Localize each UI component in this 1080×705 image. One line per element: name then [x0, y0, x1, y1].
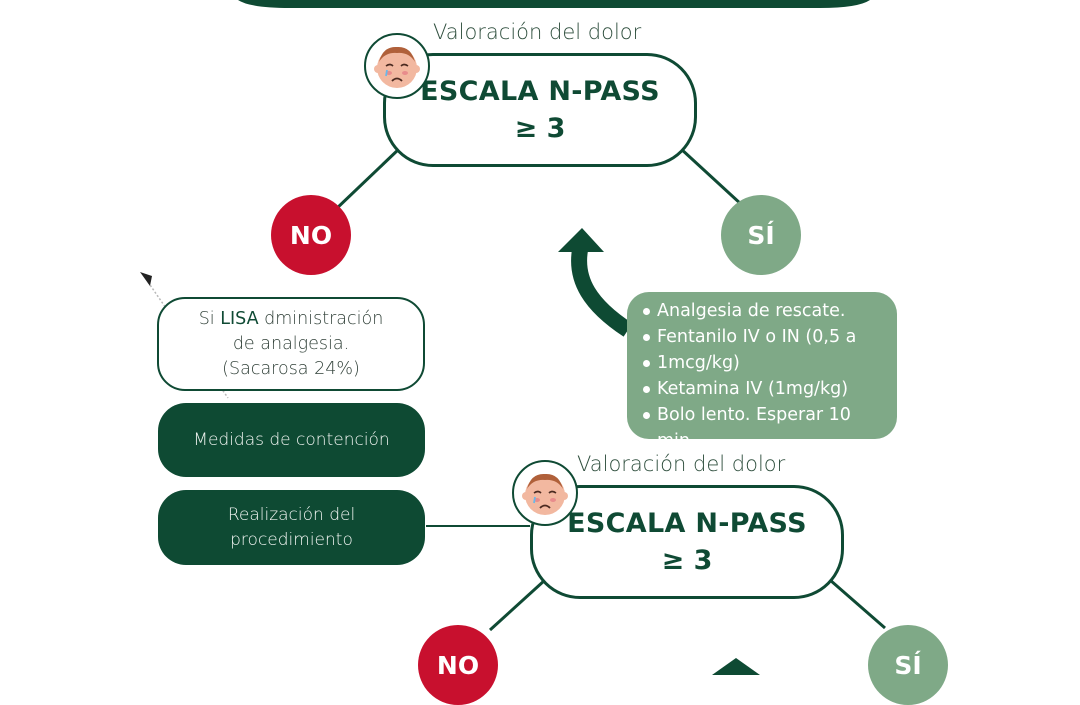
rescue-item: Bolo lento. Esperar 10 min: [643, 402, 887, 454]
bottom-arrow-head: [712, 658, 760, 675]
si-node-2: SÍ: [868, 625, 948, 705]
curved-arrow-head: [558, 228, 604, 252]
connector-no-2: [488, 578, 547, 632]
connector-no-1: [333, 146, 402, 212]
crying-baby-icon: [374, 46, 420, 88]
rescue-item: Ketamina IV (1mg/kg): [643, 376, 887, 402]
lisa-bold: LISA: [220, 308, 259, 329]
baby-face-ring-2: [512, 460, 578, 526]
no-node-1: NO: [271, 195, 351, 275]
npass-scale-title-1: ESCALA N-PASS: [420, 76, 660, 107]
procedure-box: Realización del procedimiento: [158, 490, 425, 565]
containment-measures-box: Medidas de contención: [158, 403, 425, 477]
lisa-line-2: de analgesia.: [232, 333, 350, 354]
lisa-analgesia-box: Si LISA dministración de analgesia. (Sac…: [157, 297, 425, 391]
connector-si-2: [829, 578, 886, 630]
needle-tip: [140, 272, 152, 286]
rescue-analgesia-list: Analgesia de rescate. Fentanilo IV o IN …: [643, 298, 887, 454]
npass-scale-threshold-2: ≥ 3: [661, 545, 713, 576]
rescue-item: Analgesia de rescate.: [643, 298, 887, 324]
top-bar-remnant: [238, 0, 870, 8]
pain-assessment-caption-1: Valoración del dolor: [433, 20, 642, 44]
connectors: [140, 0, 886, 675]
lisa-line-3: (Sacarosa 24%): [222, 358, 360, 379]
si-node-1: SÍ: [721, 195, 801, 275]
pain-assessment-caption-2: Valoración del dolor: [577, 452, 786, 476]
no-node-2: NO: [418, 625, 498, 705]
npass-scale-node-1: ESCALA N-PASS ≥ 3: [383, 53, 697, 167]
baby-face-ring-1: [364, 33, 430, 99]
procedure-line-1: Realización del: [227, 504, 356, 525]
lisa-line-1: Si LISA dministración: [198, 308, 384, 329]
rescue-item: Fentanilo IV o IN (0,5 a: [643, 324, 887, 350]
npass-scale-title-2: ESCALA N-PASS: [567, 508, 807, 539]
containment-label: Medidas de contención: [193, 429, 390, 450]
curved-arrow: [571, 248, 633, 337]
npass-scale-threshold-1: ≥ 3: [514, 113, 566, 144]
npass-scale-node-2: ESCALA N-PASS ≥ 3: [530, 485, 844, 599]
rescue-item-continuation: 1mcg/kg): [643, 350, 887, 376]
connector-si-1: [678, 146, 744, 207]
crying-baby-icon: [522, 473, 568, 515]
rescue-analgesia-box: Analgesia de rescate. Fentanilo IV o IN …: [627, 292, 897, 451]
procedure-line-2: procedimiento: [230, 529, 353, 550]
